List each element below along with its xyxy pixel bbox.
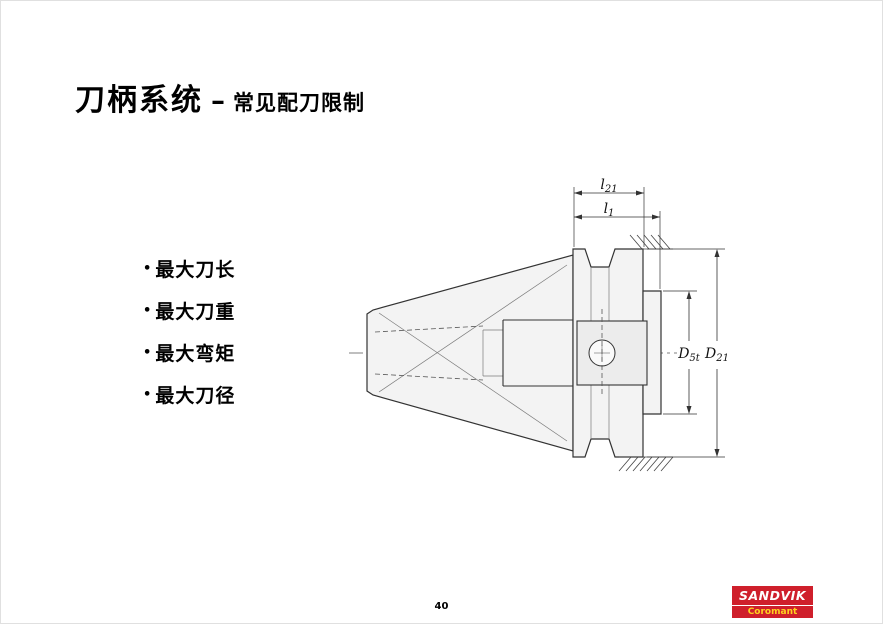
page-number: 40 (434, 601, 449, 612)
logo-brand: SANDVIK (732, 586, 813, 605)
dimension-l21: l21 (573, 177, 645, 247)
dim-label-l21: l21 (600, 177, 617, 195)
bullet-list: • 最大刀长 • 最大刀重 • 最大弯矩 • 最大刀径 (143, 247, 235, 415)
tool-holder-svg: l21 l1 D5t (349, 177, 729, 472)
bullet-item-max-tool-weight: • 最大刀重 (143, 289, 235, 331)
bullet-marker: • (143, 344, 153, 360)
dimension-l1: l1 (574, 201, 661, 289)
dimension-D21: D21 (647, 248, 729, 458)
dim-label-D21: D21 (704, 346, 729, 364)
bullet-item-max-tool-diameter: • 最大刀径 (143, 373, 235, 415)
bullet-marker: • (143, 386, 153, 402)
title-dash: – (211, 84, 225, 117)
taper-shank (366, 254, 574, 452)
bullet-label: 最大弯矩 (155, 342, 236, 365)
bullet-label: 最大刀长 (155, 258, 236, 281)
bullet-item-max-bending-moment: • 最大弯矩 (143, 331, 235, 373)
bullet-label: 最大刀径 (155, 384, 236, 407)
bullet-item-max-tool-length: • 最大刀长 (143, 247, 235, 289)
title-subtitle: 常见配刀限制 (233, 90, 365, 115)
hatching-top (629, 234, 673, 250)
dimension-D5t: D5t (663, 290, 701, 415)
sandvik-logo: SANDVIK Coromant (732, 586, 813, 618)
logo-sub: Coromant (732, 606, 813, 618)
drive-slot (576, 309, 648, 397)
dim-label-D5t: D5t (677, 346, 701, 364)
page-title: 刀柄系统 – 常见配刀限制 (75, 75, 365, 119)
hatching-bottom (618, 456, 674, 472)
bullet-marker: • (143, 260, 153, 276)
bullet-marker: • (143, 302, 153, 318)
bullet-label: 最大刀重 (155, 300, 236, 323)
tool-holder-drawing: l21 l1 D5t (331, 151, 771, 491)
title-main: 刀柄系统 (75, 83, 203, 118)
dim-label-l1: l1 (604, 201, 615, 219)
